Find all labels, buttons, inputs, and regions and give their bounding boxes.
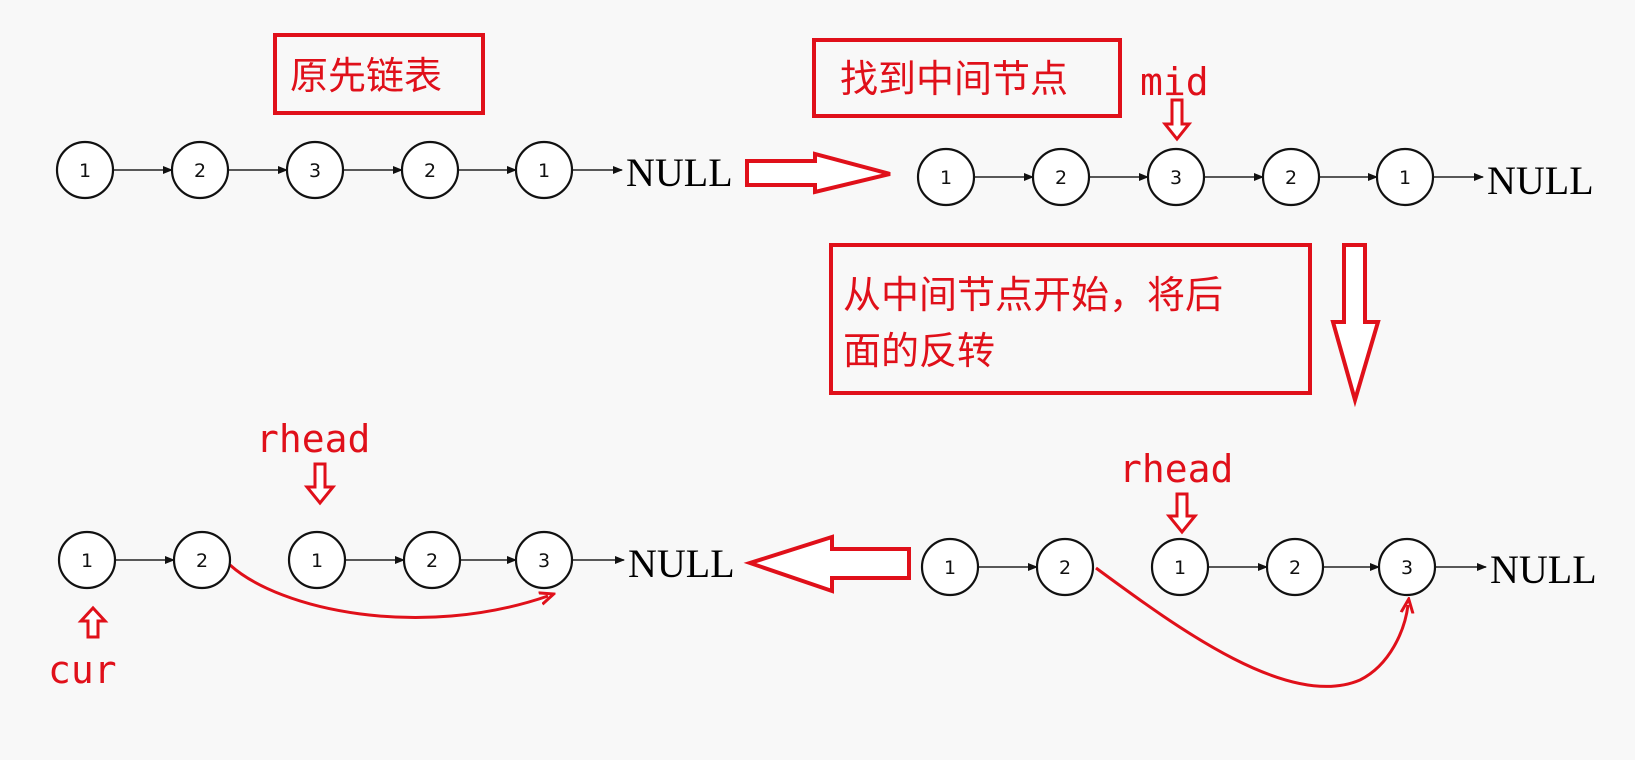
title-original-text: 原先链表: [290, 54, 442, 98]
list-reversed-left: 1 2 1 2 3: [57, 530, 625, 590]
node-circle: [916, 147, 976, 207]
mid-pointer-arrow: [1161, 98, 1193, 142]
node-value: 1: [538, 160, 550, 182]
list-original: 1 2 3 2 1: [55, 140, 623, 200]
node-value: 2: [194, 160, 206, 182]
node-value: 3: [309, 160, 321, 182]
title-find-mid-box: [812, 38, 1122, 118]
node-value: 2: [426, 550, 438, 572]
cur-pointer-arrow: [77, 605, 109, 639]
node-value: 1: [940, 167, 952, 189]
list-node: 1: [287, 530, 347, 590]
node-value: 1: [81, 550, 93, 572]
list-node: 2: [1035, 537, 1095, 597]
node-value: 2: [1285, 167, 1297, 189]
node-circle: [172, 530, 232, 590]
node-value: 1: [944, 557, 956, 579]
arrow-down-to-reverse: [1330, 243, 1381, 408]
node-circle: [285, 140, 345, 200]
node-value: 2: [424, 160, 436, 182]
mid-label: mid: [1140, 60, 1209, 104]
node-circle: [55, 140, 115, 200]
list-node: 1: [57, 530, 117, 590]
list-node: 2: [400, 140, 460, 200]
node-circle: [1150, 537, 1210, 597]
null-original: NULL: [626, 150, 733, 195]
list-node: 1: [1375, 147, 1435, 207]
list-node: 3: [1377, 537, 1437, 597]
list-node: 3: [285, 140, 345, 200]
title-find-mid: 找到中间节点: [812, 38, 1122, 118]
cur-label: cur: [48, 648, 117, 692]
list-node: 1: [916, 147, 976, 207]
list-node: 2: [402, 530, 462, 590]
list-node: 2: [1261, 147, 1321, 207]
list-node: 1: [514, 140, 574, 200]
rhead-right-pointer-arrow: [1165, 492, 1199, 535]
link-curve-right: [1095, 566, 1408, 688]
node-circle: [514, 530, 574, 590]
node-value: 2: [1055, 167, 1067, 189]
node-circle: [400, 140, 460, 200]
list-mid: 1 2 3 2 1: [916, 147, 1484, 207]
node-value: 2: [1059, 557, 1071, 579]
list-node: 2: [1031, 147, 1091, 207]
node-value: 1: [79, 160, 91, 182]
list-node: 2: [172, 530, 232, 590]
list-node: 1: [920, 537, 980, 597]
rhead-left-pointer-arrow: [303, 462, 337, 506]
node-circle: [170, 140, 230, 200]
rhead-label-left: rhead: [256, 417, 370, 461]
null-reversed-right: NULL: [1490, 547, 1597, 592]
list-node: 1: [1150, 537, 1210, 597]
title-reverse-box: [829, 243, 1312, 395]
node-value: 3: [538, 550, 550, 572]
node-value: 3: [1170, 167, 1182, 189]
title-reverse: 从中间节点开始，将后 面的反转: [829, 243, 1312, 395]
node-circle: [1375, 147, 1435, 207]
node-circle: [1031, 147, 1091, 207]
link-curve-left: [228, 563, 548, 619]
node-circle: [1265, 537, 1325, 597]
list-node: 2: [1265, 537, 1325, 597]
list-node: 3: [1146, 147, 1206, 207]
title-reverse-line2: 面的反转: [843, 329, 995, 373]
list-node: 1: [55, 140, 115, 200]
title-original-box: [273, 33, 485, 115]
node-circle: [1377, 537, 1437, 597]
node-value: 1: [1399, 167, 1411, 189]
node-circle: [1035, 537, 1095, 597]
node-value: 2: [1289, 557, 1301, 579]
list-node: 2: [170, 140, 230, 200]
node-circle: [402, 530, 462, 590]
node-circle: [1146, 147, 1206, 207]
null-reversed-left: NULL: [628, 541, 735, 586]
rhead-label-right: rhead: [1119, 447, 1233, 491]
arrow-to-find-mid: [745, 151, 891, 195]
node-value: 2: [196, 550, 208, 572]
node-circle: [57, 530, 117, 590]
title-original: 原先链表: [273, 33, 485, 115]
node-circle: [1261, 147, 1321, 207]
node-value: 1: [1174, 557, 1186, 579]
node-circle: [287, 530, 347, 590]
list-node: 3: [514, 530, 574, 590]
title-reverse-line1: 从中间节点开始，将后: [843, 273, 1223, 317]
node-value: 1: [311, 550, 323, 572]
null-mid: NULL: [1487, 158, 1594, 203]
node-value: 3: [1401, 557, 1413, 579]
node-circle: [514, 140, 574, 200]
list-reversed-right: 1 2 1 2 3: [920, 537, 1487, 597]
title-find-mid-text: 找到中间节点: [840, 57, 1068, 101]
arrow-back-to-left: [743, 534, 911, 594]
node-circle: [920, 537, 980, 597]
